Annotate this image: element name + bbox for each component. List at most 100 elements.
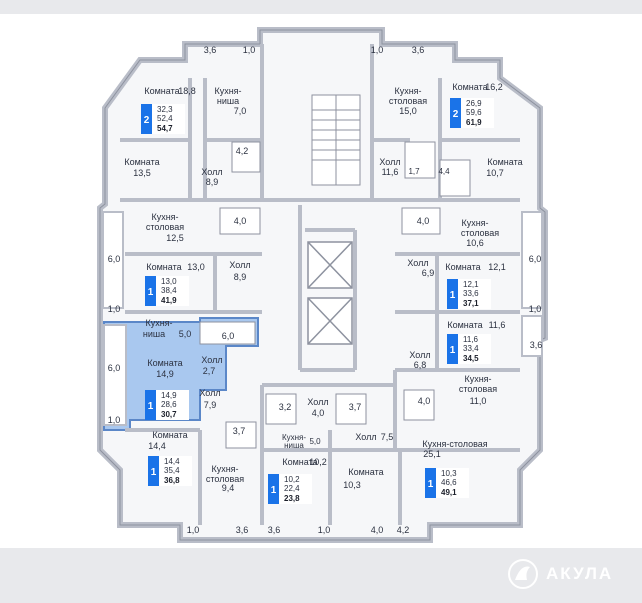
bathroom-fixtures bbox=[199, 141, 471, 449]
room-label: 25,1 bbox=[423, 449, 441, 459]
apartment-info-w1[interactable]: 1 13,038,441,9 bbox=[145, 276, 189, 306]
room-label: 10,7 bbox=[486, 168, 504, 178]
room-label: 13,5 bbox=[133, 168, 151, 178]
room-label: 11,6 bbox=[382, 167, 399, 177]
interior-walls bbox=[120, 44, 520, 525]
room-label: Комната bbox=[146, 262, 181, 272]
room-label: столовая bbox=[461, 228, 499, 238]
room-count: 1 bbox=[271, 485, 277, 496]
room-label: 16,2 bbox=[485, 82, 503, 92]
room-label: ниша bbox=[143, 329, 165, 339]
kitchen-area: 22,4 bbox=[284, 484, 300, 493]
room-count: 1 bbox=[450, 345, 456, 356]
room-label: 4,4 bbox=[438, 167, 450, 176]
room-label: Кухня- bbox=[151, 212, 178, 222]
total-area: 23,8 bbox=[284, 494, 300, 503]
room-label: столовая bbox=[206, 474, 244, 484]
apartment-info-sw[interactable]: 114,435,436,8 bbox=[148, 456, 192, 486]
apartment-info-se[interactable]: 1 10,346,649,1 bbox=[425, 468, 469, 498]
room-label: Кухня- bbox=[214, 86, 241, 96]
apartment-info-nw[interactable]: 232,352,454,7 bbox=[141, 104, 185, 134]
living-area: 13,0 bbox=[161, 277, 177, 286]
room-label: 6,0 bbox=[222, 331, 235, 341]
room-label: Комната bbox=[124, 157, 159, 167]
room-label: Комната bbox=[282, 457, 317, 467]
room-label: 4,0 bbox=[312, 408, 325, 418]
room-label: Комната bbox=[348, 467, 383, 477]
apartment-info-ne[interactable]: 226,959,661,9 bbox=[450, 98, 494, 128]
apartment-info-s[interactable]: 110,222,423,8 bbox=[268, 474, 312, 504]
room-count-badge bbox=[447, 334, 458, 364]
total-area: 49,1 bbox=[441, 488, 457, 497]
room-label: 3,7 bbox=[349, 402, 362, 412]
living-area: 10,3 bbox=[441, 469, 457, 478]
living-area: 26,9 bbox=[466, 99, 482, 108]
bottom-gray-strip bbox=[0, 548, 642, 603]
room-count: 2 bbox=[144, 115, 150, 126]
room-label: 3,6 bbox=[204, 45, 217, 55]
room-label: 14,9 bbox=[156, 369, 174, 379]
room-label: 10,6 bbox=[466, 238, 484, 248]
apartment-info-e1[interactable]: 112,133,637,1 bbox=[447, 279, 491, 309]
kitchen-area: 33,6 bbox=[463, 289, 479, 298]
room-label: 7,0 bbox=[234, 106, 247, 116]
room-label: 4,0 bbox=[418, 396, 431, 406]
room-label: 4,2 bbox=[236, 146, 249, 156]
kitchen-area: 46,6 bbox=[441, 478, 457, 487]
room-label: 3,7 bbox=[233, 426, 246, 436]
room-label: 5,0 bbox=[179, 329, 192, 339]
room-label: ниша bbox=[217, 96, 239, 106]
room-label: 8,9 bbox=[234, 272, 247, 282]
living-area: 14,4 bbox=[164, 457, 180, 466]
kitchen-area: 52,4 bbox=[157, 114, 173, 123]
room-count-badge bbox=[145, 390, 156, 420]
room-label: Кухня- bbox=[394, 86, 421, 96]
room-label: 10,3 bbox=[343, 480, 361, 490]
room-label: 11,6 bbox=[489, 320, 506, 330]
room-count-badge bbox=[148, 456, 159, 486]
room-label: 10,2 bbox=[309, 457, 327, 467]
room-count-badge bbox=[425, 468, 436, 498]
kitchen-area: 38,4 bbox=[161, 286, 177, 295]
total-area: 41,9 bbox=[161, 296, 177, 305]
room-label: 15,0 bbox=[399, 106, 417, 116]
room-label: 13,0 bbox=[187, 262, 205, 272]
room-label: столовая bbox=[146, 222, 184, 232]
room-label: Холл bbox=[355, 432, 376, 442]
room-label: 6,9 bbox=[422, 268, 435, 278]
kitchen-area: 33,4 bbox=[463, 344, 479, 353]
stair-icon bbox=[311, 94, 361, 186]
room-label: 1,0 bbox=[108, 415, 121, 425]
room-label: Холл bbox=[379, 157, 400, 167]
room-label: Холл bbox=[201, 355, 222, 365]
room-count-badge bbox=[447, 279, 458, 309]
room-count: 1 bbox=[428, 479, 434, 490]
room-label: 1,0 bbox=[243, 45, 256, 55]
room-count: 1 bbox=[450, 290, 456, 301]
brand-name: АКУЛА bbox=[546, 564, 614, 583]
room-count-badge bbox=[450, 98, 461, 128]
room-label: 11,0 bbox=[470, 396, 487, 406]
room-label: 12,5 bbox=[166, 233, 184, 243]
room-count: 1 bbox=[148, 287, 154, 298]
room-label: 3,6 bbox=[412, 45, 425, 55]
room-label: 1,0 bbox=[108, 304, 121, 314]
apartment-info-e2[interactable]: 111,633,434,5 bbox=[447, 334, 491, 364]
room-label: 14,4 bbox=[148, 441, 166, 451]
room-label: 3,6 bbox=[530, 340, 543, 350]
room-label: 8,9 bbox=[206, 177, 219, 187]
room-label: 6,8 bbox=[414, 360, 427, 370]
room-label: Комната bbox=[447, 320, 482, 330]
room-label: Холл bbox=[229, 260, 250, 270]
kitchen-area: 35,4 bbox=[164, 466, 180, 475]
room-label: Комната bbox=[147, 358, 182, 368]
room-label: ниша bbox=[284, 441, 304, 450]
room-label: 3,6 bbox=[268, 525, 281, 535]
room-label: Комната bbox=[445, 262, 480, 272]
room-label: Комната bbox=[144, 86, 179, 96]
room-label: 1,0 bbox=[187, 525, 200, 535]
room-label: 3,6 bbox=[236, 525, 249, 535]
apartment-info-w2[interactable]: 114,928,630,7 bbox=[145, 390, 189, 420]
